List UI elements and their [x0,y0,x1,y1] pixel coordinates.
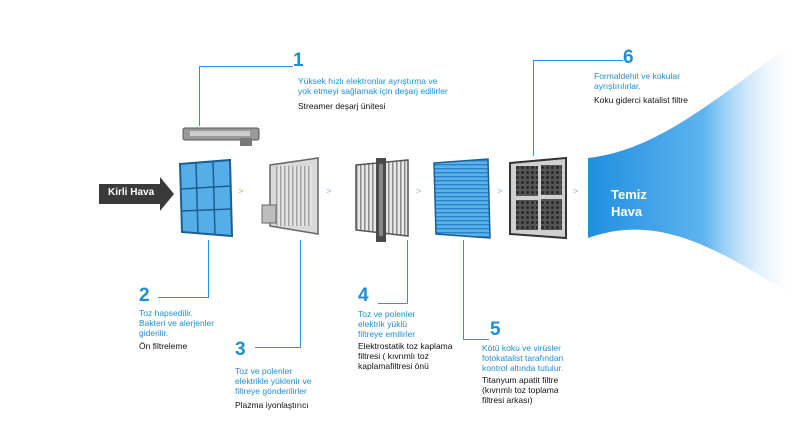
step-5-name-line1: Titanyum apatit filtre [482,375,559,385]
step-2-description-line1: Toz hapsedilir. [139,308,193,318]
step-1-name: Streamer deşarj ünitesi [298,101,386,111]
step-4-description-line3: filtreye emilirler [358,329,416,339]
pre-filter-image [178,158,234,238]
connector-3-horizontal [255,347,301,348]
connector-4-vertical [407,240,408,304]
step-2-name: Ön filtreleme [139,341,188,351]
flow-arrow-2: > [326,186,332,196]
flow-arrow-3: > [416,186,422,196]
connector-1-horizontal [199,66,293,67]
step-3-number: 3 [235,339,246,360]
clean-air-label-line1: Temiz [611,187,647,202]
connector-5-vertical [463,240,464,340]
step-1-description-line2: yok etmeyi sağlamak için deşarj edilirle… [298,86,448,96]
connector-4-horizontal [378,303,408,304]
step-5-name-line2: (kıvrımlı toz toplama [482,385,559,395]
step-3-description-line3: filtreye gönderilirler [235,386,307,396]
connector-5-horizontal [463,339,489,340]
titanium-apatite-filter-image [433,158,491,239]
step-5-number: 5 [490,319,501,340]
step-6-number: 6 [623,47,634,68]
step-5-name-line3: filtresi arkası) [482,395,533,405]
dirty-air-label: Kirli Hava [108,187,155,198]
connector-2-horizontal [158,297,209,298]
step-6-description-line2: ayrıştırılırlar. [594,81,641,91]
step-4-name-line3: kaplamafiltresi önü [358,361,429,371]
streamer-unit-image [182,127,260,146]
clean-air-label-line2: Hava [611,204,643,219]
step-1-number: 1 [293,50,304,71]
step-6-description-line1: Formaldehit ve kokular [594,71,680,81]
flow-arrow-5: > [573,186,579,196]
step-5-description-line2: fotokatalist tarafından [482,353,564,363]
step-1-description-line1: Yüksek hızlı elektronlar ayrıştırma ve [298,76,438,86]
step-3-description-line2: elektrikle yüklenir ve [235,376,312,386]
flow-arrow-4: > [497,186,503,196]
dirty-air-arrow [99,177,174,211]
step-4-number: 4 [358,285,369,306]
step-6-name: Koku giderci katalist filtre [594,95,689,105]
step-4-name-line1: Elektrostatik toz kaplama [358,341,453,351]
step-4-description-line2: elektrik yüklü [358,319,408,329]
step-5-description-line3: kontrol altında tutulur. [482,363,564,373]
connector-6-vertical [533,60,534,156]
connector-6-horizontal [533,60,623,61]
connector-2-vertical [208,240,209,298]
connector-3-vertical [300,240,301,348]
step-2-number: 2 [139,285,150,306]
plasma-ionizer-image [261,157,319,235]
electrostatic-filter-image [355,158,409,242]
step-3-description-line1: Toz ve polenler [235,366,293,376]
step-3-name: Plazma iyonlaştırıcı [235,400,309,410]
flow-arrow-1: > [238,186,244,196]
clean-air-flare [588,38,800,300]
connector-1-vertical [199,66,200,126]
step-4-description-line1: Toz ve polenler [358,309,416,319]
step-2-description-line3: giderilir. [139,328,169,338]
step-2-description-line2: Bakteri ve alerjenler [139,318,215,328]
step-5-description-line1: Kötü koku ve virüsler [482,343,561,353]
step-4-name-line2: filtresi ( kıvrımlı toz [358,351,429,361]
deodorizing-filter-image [509,156,567,240]
